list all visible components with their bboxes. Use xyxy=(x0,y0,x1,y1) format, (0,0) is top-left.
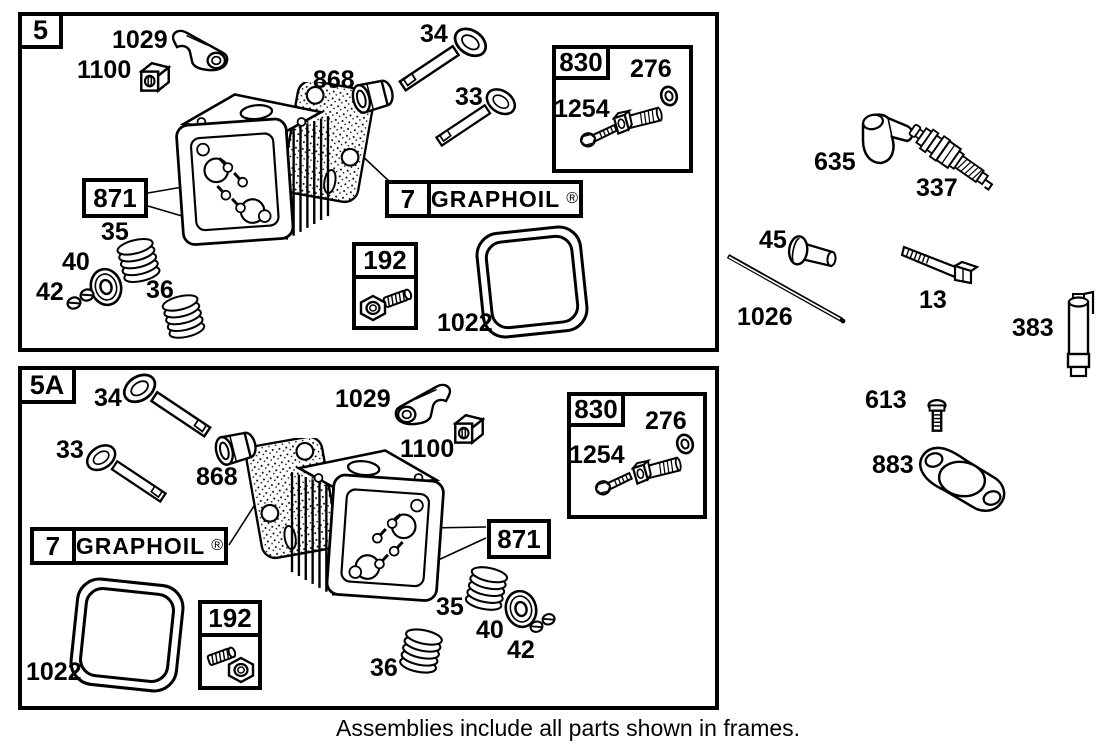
part-label-34: 34 xyxy=(94,384,122,412)
box-tag-192: 192 xyxy=(352,242,418,279)
frame-tag-5a: 5A xyxy=(18,366,76,404)
part-label-276: 276 xyxy=(645,407,687,435)
part-label-1254: 1254 xyxy=(554,95,610,123)
hex-nut-icon xyxy=(358,294,388,322)
assembly-frame-5a xyxy=(18,366,719,710)
part-label-1029: 1029 xyxy=(112,26,168,54)
part-label-1022: 1022 xyxy=(26,658,82,686)
assembly-box-871: 871 xyxy=(82,178,148,218)
part-label-1100: 1100 xyxy=(400,435,455,463)
part-label-613: 613 xyxy=(865,386,907,414)
cylinder-head-icon xyxy=(242,438,448,616)
part-label-33: 33 xyxy=(455,83,483,111)
shoulder-bolt-icon xyxy=(612,104,666,136)
exhaust-bolt-icon xyxy=(925,398,949,436)
assembly-box-192: 192 xyxy=(352,242,418,330)
part-label-35: 35 xyxy=(436,593,464,621)
footer-caption: Assemblies include all parts shown in fr… xyxy=(336,715,801,741)
part-label-1029: 1029 xyxy=(335,385,391,413)
registered-mark: ® xyxy=(566,190,579,207)
intake-valve-icon xyxy=(120,366,218,442)
part-label-1100: 1100 xyxy=(77,56,132,84)
part-label-42: 42 xyxy=(507,636,535,664)
part-label-35: 35 xyxy=(101,218,129,246)
part-label-45: 45 xyxy=(759,226,787,254)
rocker-pivot-icon xyxy=(450,413,488,449)
part-label-13: 13 xyxy=(919,286,947,314)
rocker-arm-icon xyxy=(167,26,231,72)
valve-keeper-icon xyxy=(66,285,96,313)
graphoil-brand-label: GRAPHOIL® xyxy=(430,185,579,212)
box-tag-7: 7 xyxy=(389,184,431,214)
exhaust-valve-icon xyxy=(78,438,178,506)
part-label-34: 34 xyxy=(420,20,448,48)
part-label-337: 337 xyxy=(916,174,958,202)
screw-icon xyxy=(593,468,635,496)
shoulder-bolt-icon xyxy=(631,454,685,486)
part-label-1254: 1254 xyxy=(569,441,625,469)
graphoil-brand-label: GRAPHOIL® xyxy=(75,532,224,559)
assembly-box-192: 192 xyxy=(198,600,262,690)
assembly-box-830: 830 276 1254 xyxy=(567,392,707,519)
valve-guide-icon xyxy=(1062,290,1098,382)
cylinder-head-icon xyxy=(172,82,378,260)
assembly-frame-5 xyxy=(18,12,719,352)
box-tag-7: 7 xyxy=(34,531,76,561)
part-label-1026: 1026 xyxy=(737,303,793,331)
part-label-883: 883 xyxy=(872,451,914,479)
rocker-pivot-icon xyxy=(136,61,174,97)
exhaust-gasket-icon xyxy=(918,446,1010,514)
part-label-868: 868 xyxy=(196,463,238,491)
part-label-36: 36 xyxy=(370,654,398,682)
box-tag-192: 192 xyxy=(198,600,262,637)
part-label-33: 33 xyxy=(56,436,84,464)
assembly-box-830: 830 276 1254 xyxy=(552,45,693,173)
box-tag-830: 830 xyxy=(567,392,625,427)
part-label-1022: 1022 xyxy=(437,309,493,337)
part-label-276: 276 xyxy=(630,55,672,83)
part-label-42: 42 xyxy=(36,278,64,306)
part-label-383: 383 xyxy=(1012,314,1054,342)
o-ring-icon xyxy=(674,432,696,456)
part-label-40: 40 xyxy=(476,616,504,644)
valve-keeper-icon xyxy=(528,610,558,636)
part-label-40: 40 xyxy=(62,248,90,276)
box-tag-830: 830 xyxy=(552,45,610,80)
assembly-box-871: 871 xyxy=(487,519,551,559)
part-label-868: 868 xyxy=(313,66,355,94)
valve-cover-gasket-icon xyxy=(64,572,189,697)
frame-tag-5: 5 xyxy=(18,12,63,49)
tappet-pin-icon xyxy=(784,231,844,275)
rocker-arm-icon xyxy=(392,380,456,426)
hex-nut-icon xyxy=(226,656,256,684)
graphoil-assembly-box: 7 GRAPHOIL® xyxy=(30,527,228,565)
graphoil-assembly-box: 7 GRAPHOIL® xyxy=(385,180,583,218)
part-label-36: 36 xyxy=(146,276,174,304)
registered-mark: ® xyxy=(211,537,224,554)
part-label-635: 635 xyxy=(814,148,856,176)
head-bolt-icon xyxy=(901,240,979,286)
valve-spring-icon xyxy=(392,623,450,678)
